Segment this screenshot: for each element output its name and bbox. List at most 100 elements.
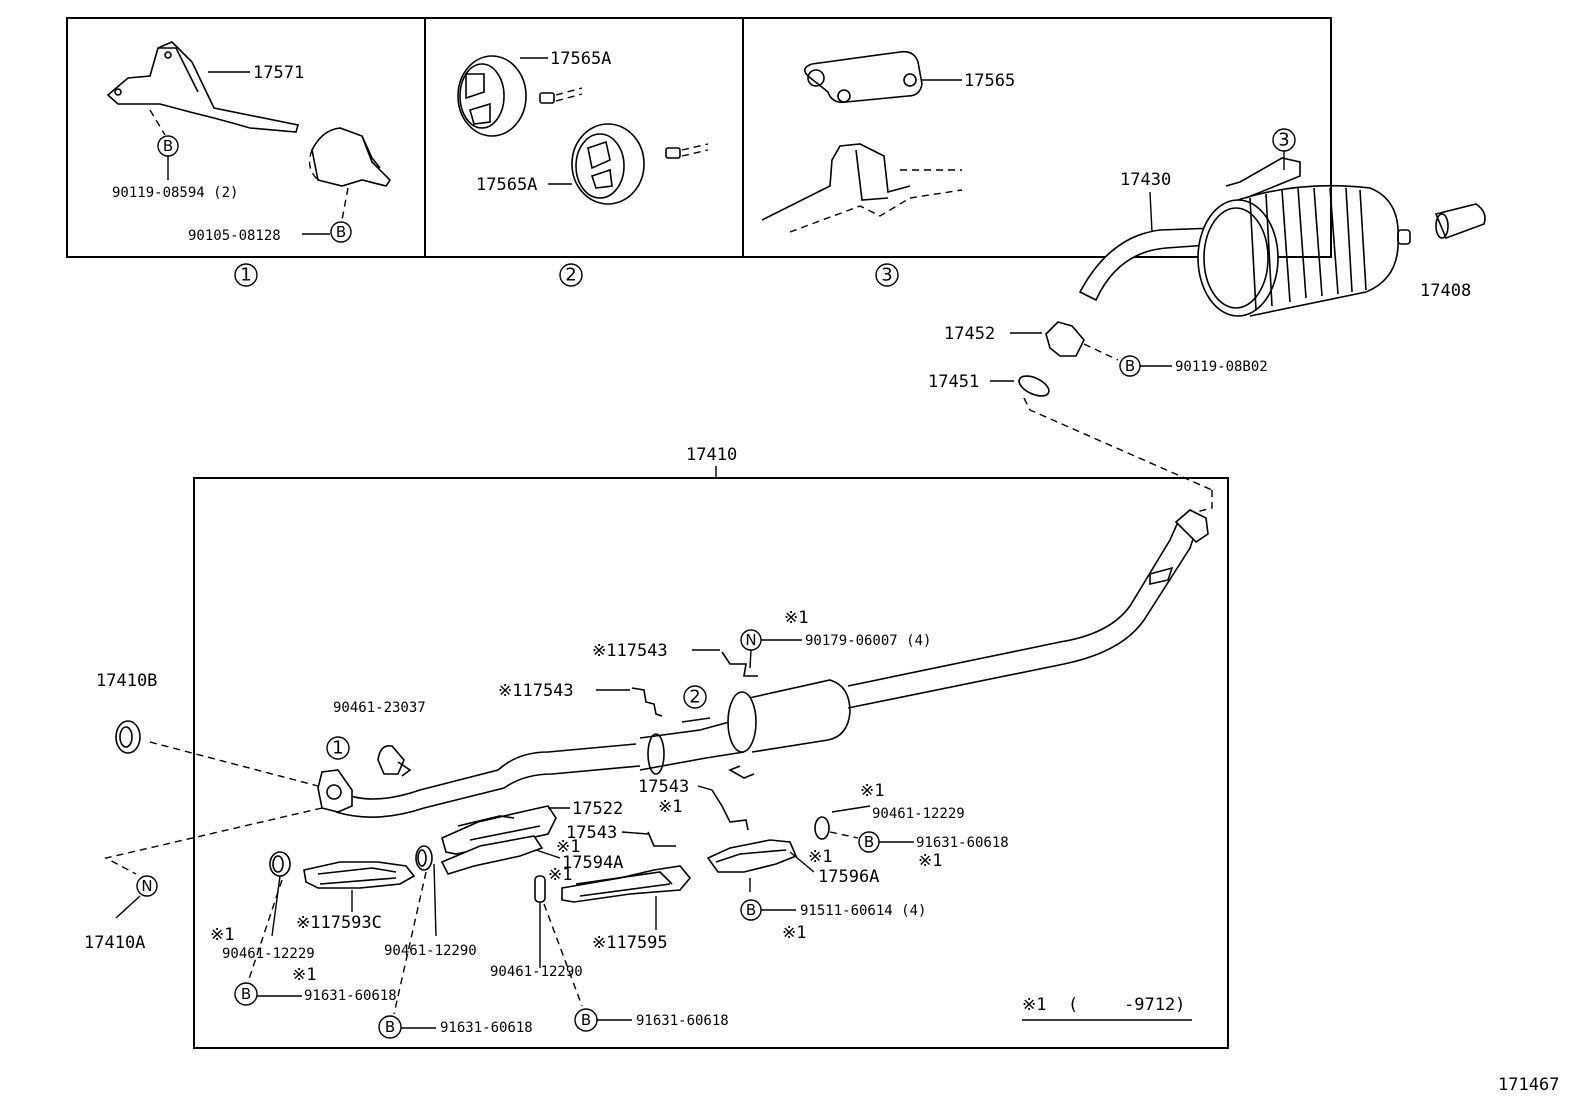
part-17565A-1: 17565A bbox=[550, 49, 611, 69]
part-90461-12229-left: 90461-12229 bbox=[222, 946, 315, 962]
clip-17543-d bbox=[647, 831, 676, 847]
bolt-marker-left bbox=[234, 982, 258, 1006]
nut-marker-left bbox=[136, 875, 158, 897]
svg-text:B: B bbox=[746, 901, 756, 919]
bolt-marker-mid2 bbox=[378, 1015, 402, 1039]
clip-17543-c bbox=[711, 789, 749, 831]
bolt-marker-2 bbox=[330, 221, 352, 243]
svg-text:3: 3 bbox=[1278, 130, 1289, 151]
part-17430: 17430 bbox=[1120, 170, 1171, 190]
detail-panels-frame bbox=[66, 17, 1332, 258]
part-90461-12290-mid2: 90461-12290 bbox=[490, 964, 583, 980]
part-117543-b: ※117543 bbox=[498, 681, 574, 701]
bracket-17571 bbox=[106, 41, 300, 133]
part-17451: 17451 bbox=[928, 372, 979, 392]
svg-text:1: 1 bbox=[240, 265, 251, 286]
note-17594A: ※1 bbox=[556, 837, 580, 857]
tail-tip bbox=[1434, 203, 1486, 240]
part-117543-a: ※117543 bbox=[592, 641, 668, 661]
assembly-ref-2 bbox=[683, 685, 707, 709]
footnote-range: -9712) bbox=[1124, 995, 1185, 1015]
part-90461-23037: 90461-23037 bbox=[333, 700, 426, 716]
part-17565: 17565 bbox=[964, 71, 1015, 91]
hanger-17565 bbox=[804, 50, 923, 104]
note-clamp-right: ※1 bbox=[860, 781, 884, 801]
part-91631-60618-left: 91631-60618 bbox=[304, 988, 397, 1004]
detail-panel-3: 17565 bbox=[761, 50, 1015, 233]
front-flange bbox=[317, 769, 353, 813]
note-clamp-left: ※1 bbox=[210, 925, 234, 945]
part-17410B: 17410B bbox=[96, 671, 157, 691]
svg-text:B: B bbox=[385, 1018, 395, 1036]
exhaust-pipe bbox=[317, 509, 1209, 818]
hanger-bracket bbox=[311, 127, 392, 187]
center-muffler-end bbox=[727, 691, 757, 753]
shield-17595 bbox=[561, 865, 692, 903]
part-17565A-2: 17565A bbox=[476, 175, 537, 195]
part-17410A: 17410A bbox=[84, 933, 145, 953]
part-17596A: 17596A bbox=[818, 867, 879, 887]
svg-text:B: B bbox=[241, 985, 251, 1003]
svg-text:3: 3 bbox=[881, 265, 892, 286]
part-117593C: ※117593C bbox=[296, 913, 382, 933]
clamp-90461-23037 bbox=[377, 744, 405, 775]
stud-note: ※1 bbox=[784, 608, 808, 628]
hanger-17565a-upper bbox=[457, 55, 527, 137]
note-17596A: ※1 bbox=[808, 847, 832, 867]
part-17543-d: 17543 bbox=[566, 823, 617, 843]
svg-text:1: 1 bbox=[332, 738, 343, 759]
svg-text:2: 2 bbox=[689, 687, 700, 708]
svg-text:B: B bbox=[581, 1011, 591, 1029]
svg-text:B: B bbox=[1125, 357, 1135, 375]
assembly-frame bbox=[193, 477, 1229, 1049]
part-90461-12229-right: 90461-12229 bbox=[872, 806, 965, 822]
illustration-id: 171467 bbox=[1498, 1075, 1559, 1095]
note-bolt-mid: ※1 bbox=[782, 923, 806, 943]
part-17522: 17522 bbox=[572, 799, 623, 819]
part-90119-08B02: 90119-08B02 bbox=[1175, 359, 1268, 375]
clamp-mid2 bbox=[534, 875, 546, 903]
hanger-17565a-lower bbox=[571, 123, 645, 205]
clamp-right bbox=[814, 816, 830, 840]
shield-17593C bbox=[303, 861, 416, 889]
assembly-ref-1 bbox=[326, 736, 350, 760]
part-17452: 17452 bbox=[944, 324, 995, 344]
part-91631-60618-right: 91631-60618 bbox=[916, 835, 1009, 851]
svg-text:B: B bbox=[864, 833, 874, 851]
part-90119-08594: 90119-08594 (2) bbox=[112, 185, 238, 201]
footnote-mark: ※1 bbox=[1022, 995, 1046, 1015]
panel-index-1 bbox=[234, 263, 258, 287]
svg-text:N: N bbox=[141, 877, 152, 895]
detail-panel-2: 17565A 17565A bbox=[457, 49, 709, 205]
svg-text:B: B bbox=[163, 137, 173, 155]
part-117595: ※117595 bbox=[592, 933, 668, 953]
rear-muffler-group: 3 17430 17408 17452 B 90119-08B02 17451 bbox=[928, 128, 1486, 491]
muffler-body bbox=[1237, 184, 1399, 317]
note-17594A-2: ※1 bbox=[548, 865, 572, 885]
panel-index-3 bbox=[875, 263, 899, 287]
note-17543-c: ※1 bbox=[658, 797, 682, 817]
footnote-open: ( bbox=[1068, 995, 1078, 1015]
muffler-body-end bbox=[1197, 199, 1279, 317]
part-17408: 17408 bbox=[1420, 281, 1471, 301]
detail-panel-1: 17571 B 90119-08594 (2) 90105-08128 B bbox=[106, 41, 392, 244]
svg-text:2: 2 bbox=[565, 265, 576, 286]
part-17594A: 17594A bbox=[562, 853, 623, 873]
note-bolt-right: ※1 bbox=[918, 851, 942, 871]
part-90105-08128: 90105-08128 bbox=[188, 228, 281, 244]
part-90179-06007: 90179-06007 (4) bbox=[805, 633, 931, 649]
part-91631-60618-mid: 91631-60618 bbox=[440, 1020, 533, 1036]
part-91511-60614: 91511-60614 (4) bbox=[800, 903, 926, 919]
part-17543-c: 17543 bbox=[638, 777, 689, 797]
svg-text:B: B bbox=[336, 223, 346, 241]
shield-17596A bbox=[706, 839, 798, 873]
gasket-17452 bbox=[1045, 321, 1085, 357]
note-clamp-left-2: ※1 bbox=[292, 965, 316, 985]
panel-index-2 bbox=[559, 263, 583, 287]
part-90461-12290-mid: 90461-12290 bbox=[384, 943, 477, 959]
part-17571: 17571 bbox=[253, 63, 304, 83]
clip-17543-a bbox=[721, 651, 758, 677]
gasket-17451 bbox=[1018, 375, 1050, 397]
part-91631-60618-mid3: 91631-60618 bbox=[636, 1013, 729, 1029]
